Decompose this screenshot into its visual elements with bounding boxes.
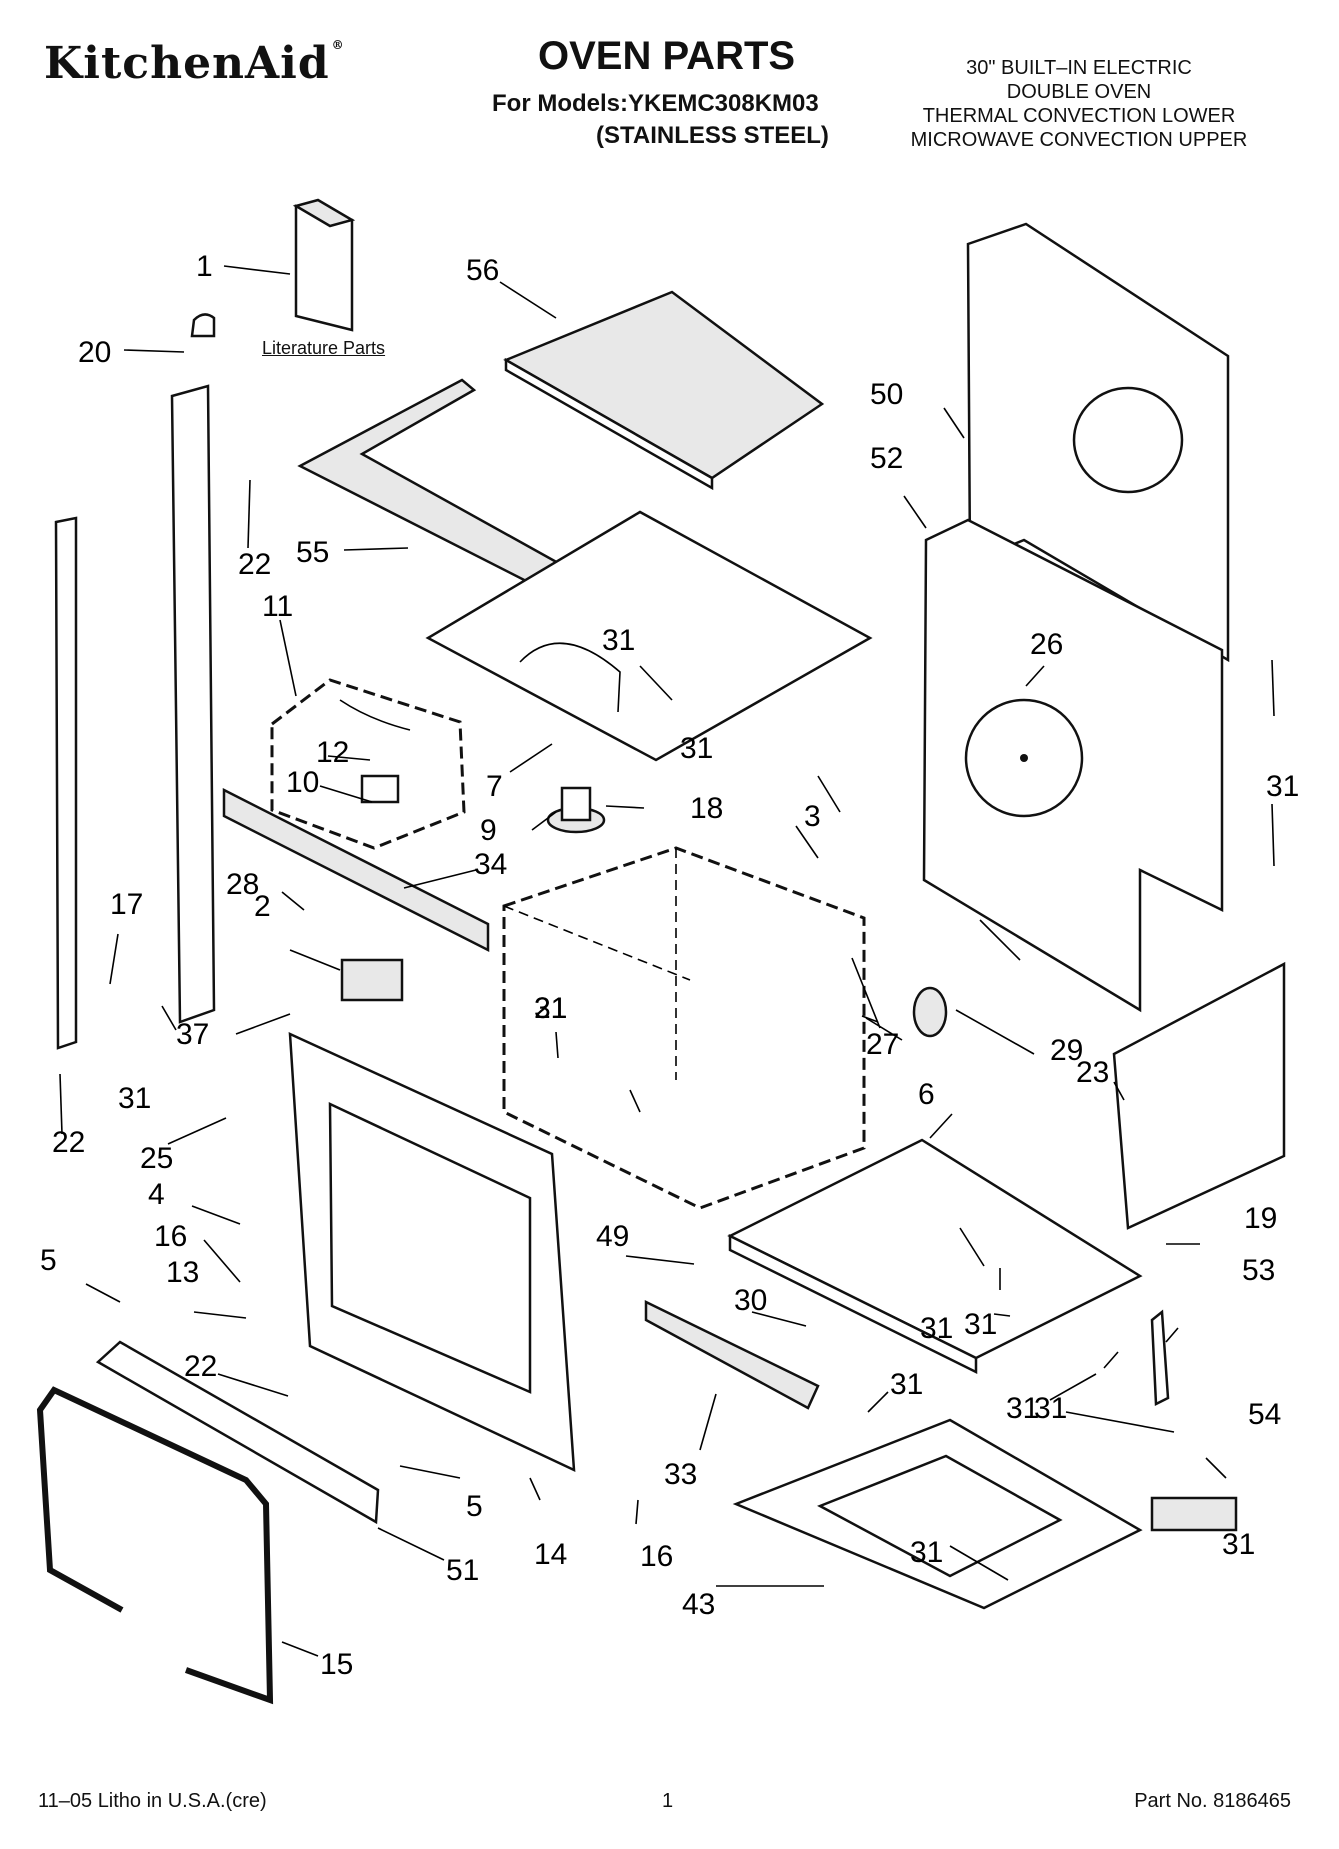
callout-number: 31 [920, 1312, 953, 1345]
callout-number: 23 [1076, 1056, 1109, 1089]
callout-number: 17 [110, 888, 143, 921]
description-line: MICROWAVE CONVECTION UPPER [910, 129, 1248, 151]
models-line: For Models:YKEMC308KM03 [492, 90, 819, 117]
callout-number: 25 [140, 1142, 173, 1175]
callout-number: 31 [890, 1368, 923, 1401]
page-number: 1 [662, 1790, 674, 1812]
top-plate-part [425, 510, 873, 762]
callout-number: 7 [486, 770, 503, 803]
callout-number: 13 [166, 1256, 199, 1289]
callout-number: 55 [296, 536, 329, 569]
callout-number: 50 [870, 378, 903, 411]
callout-number: 20 [78, 336, 111, 369]
convection-panel-part [922, 518, 1224, 1013]
callout-number: 43 [682, 1588, 715, 1621]
callout-number: 31 [118, 1082, 151, 1115]
callout-number: 31 [964, 1308, 997, 1341]
callout-number: 31 [1222, 1528, 1255, 1561]
part-number: Part No. 8186465 [1134, 1790, 1291, 1812]
frame-plate-part [297, 378, 562, 590]
callout-number: 29 [1050, 1034, 1083, 1067]
callout-number: 12 [316, 736, 349, 769]
callout-number: 30 [734, 1284, 767, 1317]
finish-line: (STAINLESS STEEL) [596, 122, 829, 149]
literature-booklet [292, 198, 356, 332]
callout-number: 31 [910, 1536, 943, 1569]
callout-number: 16 [640, 1540, 673, 1573]
callout-number: 10 [286, 766, 319, 799]
literature-parts-label: Literature Parts [262, 338, 386, 358]
callout-number: 9 [480, 814, 497, 847]
callout-number: 5 [466, 1490, 483, 1523]
switch-part [340, 958, 404, 1002]
oven-description: 30" BUILT–IN ELECTRIC DOUBLE OVEN THERMA… [869, 56, 1289, 152]
side-panel-part [1112, 961, 1286, 1230]
callout-number: 16 [154, 1220, 187, 1253]
callout-number: 54 [1248, 1398, 1281, 1431]
side-trim-part [170, 384, 216, 1024]
callout-number: 21 [534, 992, 567, 1025]
callout-number: 49 [596, 1220, 629, 1253]
bottom-plate-part [727, 1138, 1143, 1375]
tag-part [190, 313, 216, 338]
top-grille-part [503, 290, 825, 491]
callout-number: 56 [466, 254, 499, 287]
callout-number: 51 [446, 1554, 479, 1587]
callout-number: 31 [1266, 770, 1299, 803]
callout-number: 22 [184, 1350, 217, 1383]
callout-number: 1 [196, 250, 213, 283]
callout-number: 26 [1030, 628, 1063, 661]
vent-panel-part [222, 787, 490, 953]
gasket-part [36, 1386, 274, 1705]
callout-number: 28 [226, 868, 259, 901]
front-frame-part [288, 1031, 576, 1473]
litho-note: 11–05 Litho in U.S.A.(cre) [38, 1790, 267, 1812]
callout-number: 5 [40, 1244, 57, 1277]
page-title: OVEN PARTS [538, 34, 796, 78]
harness-group [270, 678, 466, 850]
motor-part [546, 786, 606, 834]
terminal-block-part [1150, 1496, 1238, 1532]
callout-number: 37 [176, 1018, 209, 1051]
leader-lines [59, 265, 1275, 1657]
description-line: THERMAL CONVECTION LOWER [922, 105, 1236, 127]
callout-number: 22 [52, 1126, 85, 1159]
trim-bar-part [644, 1299, 820, 1410]
callout-number: 34 [474, 848, 507, 881]
callout-number: 6 [918, 1078, 935, 1111]
brand-logo: KitchenAid® [44, 38, 345, 89]
callout-number: 3 [804, 800, 821, 833]
callout-number: 22 [238, 548, 271, 581]
callout-number: 31 [1006, 1392, 1039, 1425]
thermostat-part [912, 986, 948, 1038]
callout-number: 18 [690, 792, 723, 825]
callout-number: 27 [866, 1028, 899, 1061]
callout-number: 15 [320, 1648, 353, 1681]
registered-mark: ® [331, 38, 345, 52]
callout-number: 2 [254, 890, 271, 923]
callout-number: 31 [534, 992, 567, 1025]
brand-name: KitchenAid [44, 38, 330, 89]
callout-number: 52 [870, 442, 903, 475]
callout-number: 4 [148, 1178, 165, 1211]
callout-number: 31 [680, 732, 713, 765]
description-line: DOUBLE OVEN [1006, 81, 1152, 103]
callout-number: 11 [262, 590, 293, 623]
tray-part [732, 1418, 1143, 1610]
lower-trim-part [95, 1340, 380, 1525]
callout-number: 19 [1244, 1202, 1277, 1235]
callout-number: 31 [602, 624, 635, 657]
callout-number: 53 [1242, 1254, 1275, 1287]
bracket-part [1150, 1309, 1170, 1406]
oven-cavity-part [502, 846, 866, 1210]
side-trim-part [54, 516, 78, 1050]
description-line: 30" BUILT–IN ELECTRIC [966, 57, 1192, 79]
callout-number: 33 [664, 1458, 697, 1491]
back-panel-part [966, 222, 1230, 663]
callout-number: 31 [1034, 1392, 1067, 1425]
callout-number: 14 [534, 1538, 567, 1571]
